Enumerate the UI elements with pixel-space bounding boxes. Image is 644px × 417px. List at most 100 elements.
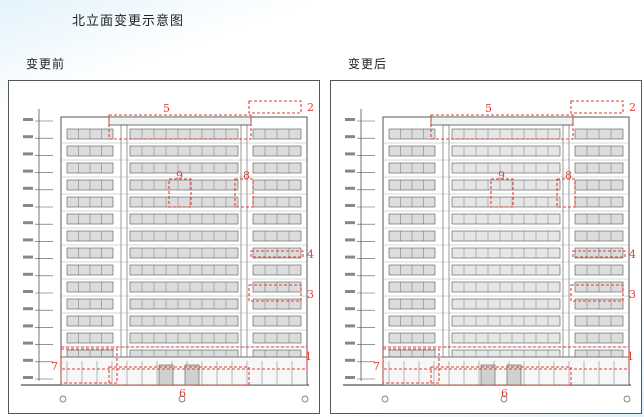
level-mark xyxy=(23,272,33,276)
level-mark xyxy=(345,204,355,207)
window-center xyxy=(451,213,561,225)
level-mark xyxy=(23,152,33,156)
grid-axis-marker xyxy=(301,395,309,403)
change-markup-number: 1 xyxy=(627,350,634,363)
level-mark xyxy=(23,290,33,293)
level-mark xyxy=(345,135,355,139)
window-center xyxy=(451,145,561,157)
window-center xyxy=(129,247,239,259)
level-mark xyxy=(23,324,33,328)
change-markup-number: 8 xyxy=(565,169,572,182)
level-mark xyxy=(23,341,33,345)
change-markup-box xyxy=(572,250,626,258)
entrance-door xyxy=(506,364,522,386)
level-mark xyxy=(23,118,33,121)
caption-after: 变更后 xyxy=(348,57,388,71)
roof-band xyxy=(108,116,252,126)
change-markup-number: 4 xyxy=(307,248,314,261)
level-mark xyxy=(345,169,355,173)
window-center xyxy=(129,281,239,293)
change-markup-box xyxy=(250,250,304,258)
level-mark xyxy=(23,169,33,173)
window-center xyxy=(451,332,561,344)
ground-floor xyxy=(382,356,630,386)
window-center xyxy=(451,315,561,327)
roof-band xyxy=(430,116,574,126)
change-markup-number: 5 xyxy=(163,102,170,115)
change-markup-box xyxy=(490,178,514,208)
window-center xyxy=(129,264,239,276)
change-markup-box xyxy=(108,366,250,386)
level-mark xyxy=(345,152,355,156)
entrance-door xyxy=(480,364,496,386)
change-markup-number: 9 xyxy=(176,169,183,182)
window-center xyxy=(451,196,561,208)
window-center xyxy=(129,179,239,191)
level-mark xyxy=(23,358,33,362)
level-mark xyxy=(23,135,33,139)
window-center xyxy=(129,145,239,157)
window-center xyxy=(451,247,561,259)
level-mark xyxy=(345,307,355,311)
grid-axis-marker xyxy=(59,395,67,403)
level-mark xyxy=(23,255,33,259)
change-markup-number: 2 xyxy=(307,101,314,114)
change-markup-number: 7 xyxy=(373,360,380,373)
change-markup-box xyxy=(556,178,576,208)
window-center xyxy=(129,332,239,344)
level-mark xyxy=(345,324,355,328)
level-mark xyxy=(23,221,33,225)
change-markup-box xyxy=(382,346,630,370)
window-center xyxy=(451,128,561,140)
change-markup-box xyxy=(570,100,624,114)
change-markup-box xyxy=(60,346,308,370)
window-center xyxy=(451,281,561,293)
change-markup-number: 9 xyxy=(498,169,505,182)
window-center xyxy=(129,230,239,242)
ground-floor xyxy=(60,356,308,386)
caption-before: 变更前 xyxy=(26,57,66,71)
level-mark xyxy=(23,307,33,311)
level-mark xyxy=(23,376,33,379)
level-mark xyxy=(345,358,355,362)
window-center xyxy=(129,162,239,174)
page-title: 北立面变更示意图 xyxy=(72,14,185,29)
change-markup-box xyxy=(430,366,572,386)
level-mark xyxy=(345,238,355,242)
window-center xyxy=(451,264,561,276)
level-mark xyxy=(345,186,355,190)
entrance-door xyxy=(184,364,200,386)
change-markup-number: 7 xyxy=(51,360,58,373)
level-mark xyxy=(23,186,33,190)
level-mark xyxy=(23,238,33,242)
window-center xyxy=(451,230,561,242)
window-center xyxy=(129,298,239,310)
change-markup-box xyxy=(234,178,254,208)
grid-axis-marker xyxy=(500,395,508,403)
window-center xyxy=(129,196,239,208)
change-markup-number: 3 xyxy=(307,288,314,301)
grid-axis-marker xyxy=(623,395,631,403)
change-markup-box xyxy=(430,114,574,140)
grid-axis-marker xyxy=(178,395,186,403)
window-center xyxy=(451,298,561,310)
change-markup-number: 5 xyxy=(485,102,492,115)
level-mark xyxy=(23,204,33,207)
change-markup-number: 3 xyxy=(629,288,636,301)
change-markup-box xyxy=(248,284,302,302)
level-mark xyxy=(345,118,355,121)
level-mark xyxy=(345,221,355,225)
change-markup-number: 4 xyxy=(629,248,636,261)
level-mark xyxy=(345,290,355,293)
window-center xyxy=(129,315,239,327)
change-markup-box xyxy=(570,284,624,302)
grid-axis-marker xyxy=(381,395,389,403)
window-center xyxy=(451,179,561,191)
change-markup-number: 8 xyxy=(243,169,250,182)
level-mark xyxy=(345,255,355,259)
change-markup-number: 1 xyxy=(305,350,312,363)
change-markup-box xyxy=(108,114,252,140)
